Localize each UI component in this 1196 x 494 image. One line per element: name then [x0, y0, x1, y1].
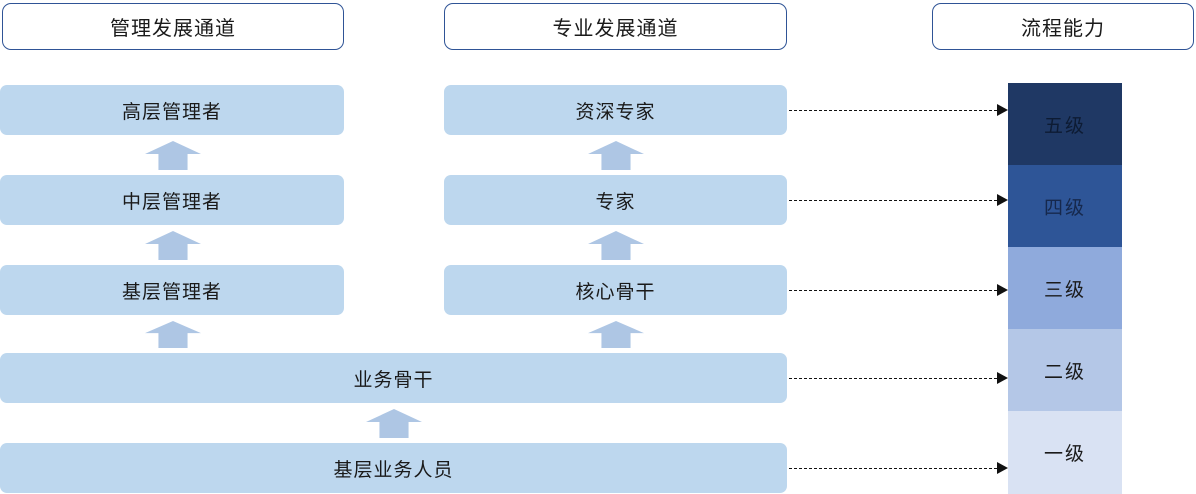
- role-box-senior-expert: 资深专家: [444, 85, 787, 135]
- management-channel-header-label: 管理发展通道: [110, 18, 236, 40]
- capability-level-2: 二级: [1008, 329, 1122, 411]
- promotion-arrow-icon: [588, 141, 644, 170]
- capability-level-1: 一级: [1008, 411, 1122, 494]
- role-box-expert: 专家: [444, 175, 787, 225]
- capability-level-3: 三级: [1008, 247, 1122, 329]
- role-label: 核心骨干: [575, 281, 656, 303]
- role-box-core-backbone: 核心骨干: [444, 265, 787, 315]
- promotion-arrow-icon: [588, 321, 644, 348]
- capability-level-label: 三级: [1043, 279, 1086, 301]
- mapping-connector: [789, 290, 997, 292]
- process-capability-header-label: 流程能力: [1021, 18, 1105, 40]
- mapping-arrowhead-icon: [997, 104, 1008, 116]
- mapping-connector: [789, 468, 997, 470]
- capability-level-label: 一级: [1043, 444, 1086, 465]
- capability-level-4: 四级: [1008, 165, 1122, 247]
- promotion-arrow-icon: [145, 141, 201, 170]
- mapping-arrowhead-icon: [997, 284, 1008, 296]
- management-channel-header: 管理发展通道: [2, 3, 344, 50]
- professional-channel-header-label: 专业发展通道: [552, 18, 679, 40]
- mapping-arrowhead-icon: [997, 372, 1008, 384]
- professional-channel-header: 专业发展通道: [444, 3, 787, 50]
- role-label: 业务骨干: [353, 369, 434, 391]
- capability-level-label: 五级: [1043, 115, 1086, 137]
- role-label: 专家: [595, 191, 636, 213]
- promotion-arrow-icon: [588, 231, 644, 260]
- role-label: 资深专家: [575, 101, 656, 123]
- capability-level-label: 四级: [1043, 197, 1086, 219]
- role-label: 基层业务人员: [333, 459, 454, 481]
- capability-level-5: 五级: [1008, 83, 1122, 165]
- role-label: 高层管理者: [121, 101, 222, 123]
- role-box-frontline-staff: 基层业务人员: [0, 443, 787, 493]
- mapping-connector: [789, 200, 997, 202]
- mapping-connector: [789, 378, 997, 380]
- role-box-middle-manager: 中层管理者: [0, 175, 344, 225]
- promotion-arrow-icon: [366, 409, 422, 438]
- role-box-frontline-manager: 基层管理者: [0, 265, 344, 315]
- mapping-connector: [789, 110, 997, 112]
- role-label: 基层管理者: [121, 281, 222, 303]
- capability-level-ladder: 五级 四级 三级 二级 一级: [1008, 83, 1122, 494]
- mapping-arrowhead-icon: [997, 462, 1008, 474]
- mapping-arrowhead-icon: [997, 194, 1008, 206]
- capability-level-label: 二级: [1043, 361, 1086, 383]
- role-label: 中层管理者: [121, 191, 222, 213]
- role-box-business-backbone: 业务骨干: [0, 353, 787, 403]
- process-capability-header: 流程能力: [932, 3, 1194, 50]
- promotion-arrow-icon: [145, 321, 201, 348]
- promotion-arrow-icon: [145, 231, 201, 260]
- role-box-senior-manager: 高层管理者: [0, 85, 344, 135]
